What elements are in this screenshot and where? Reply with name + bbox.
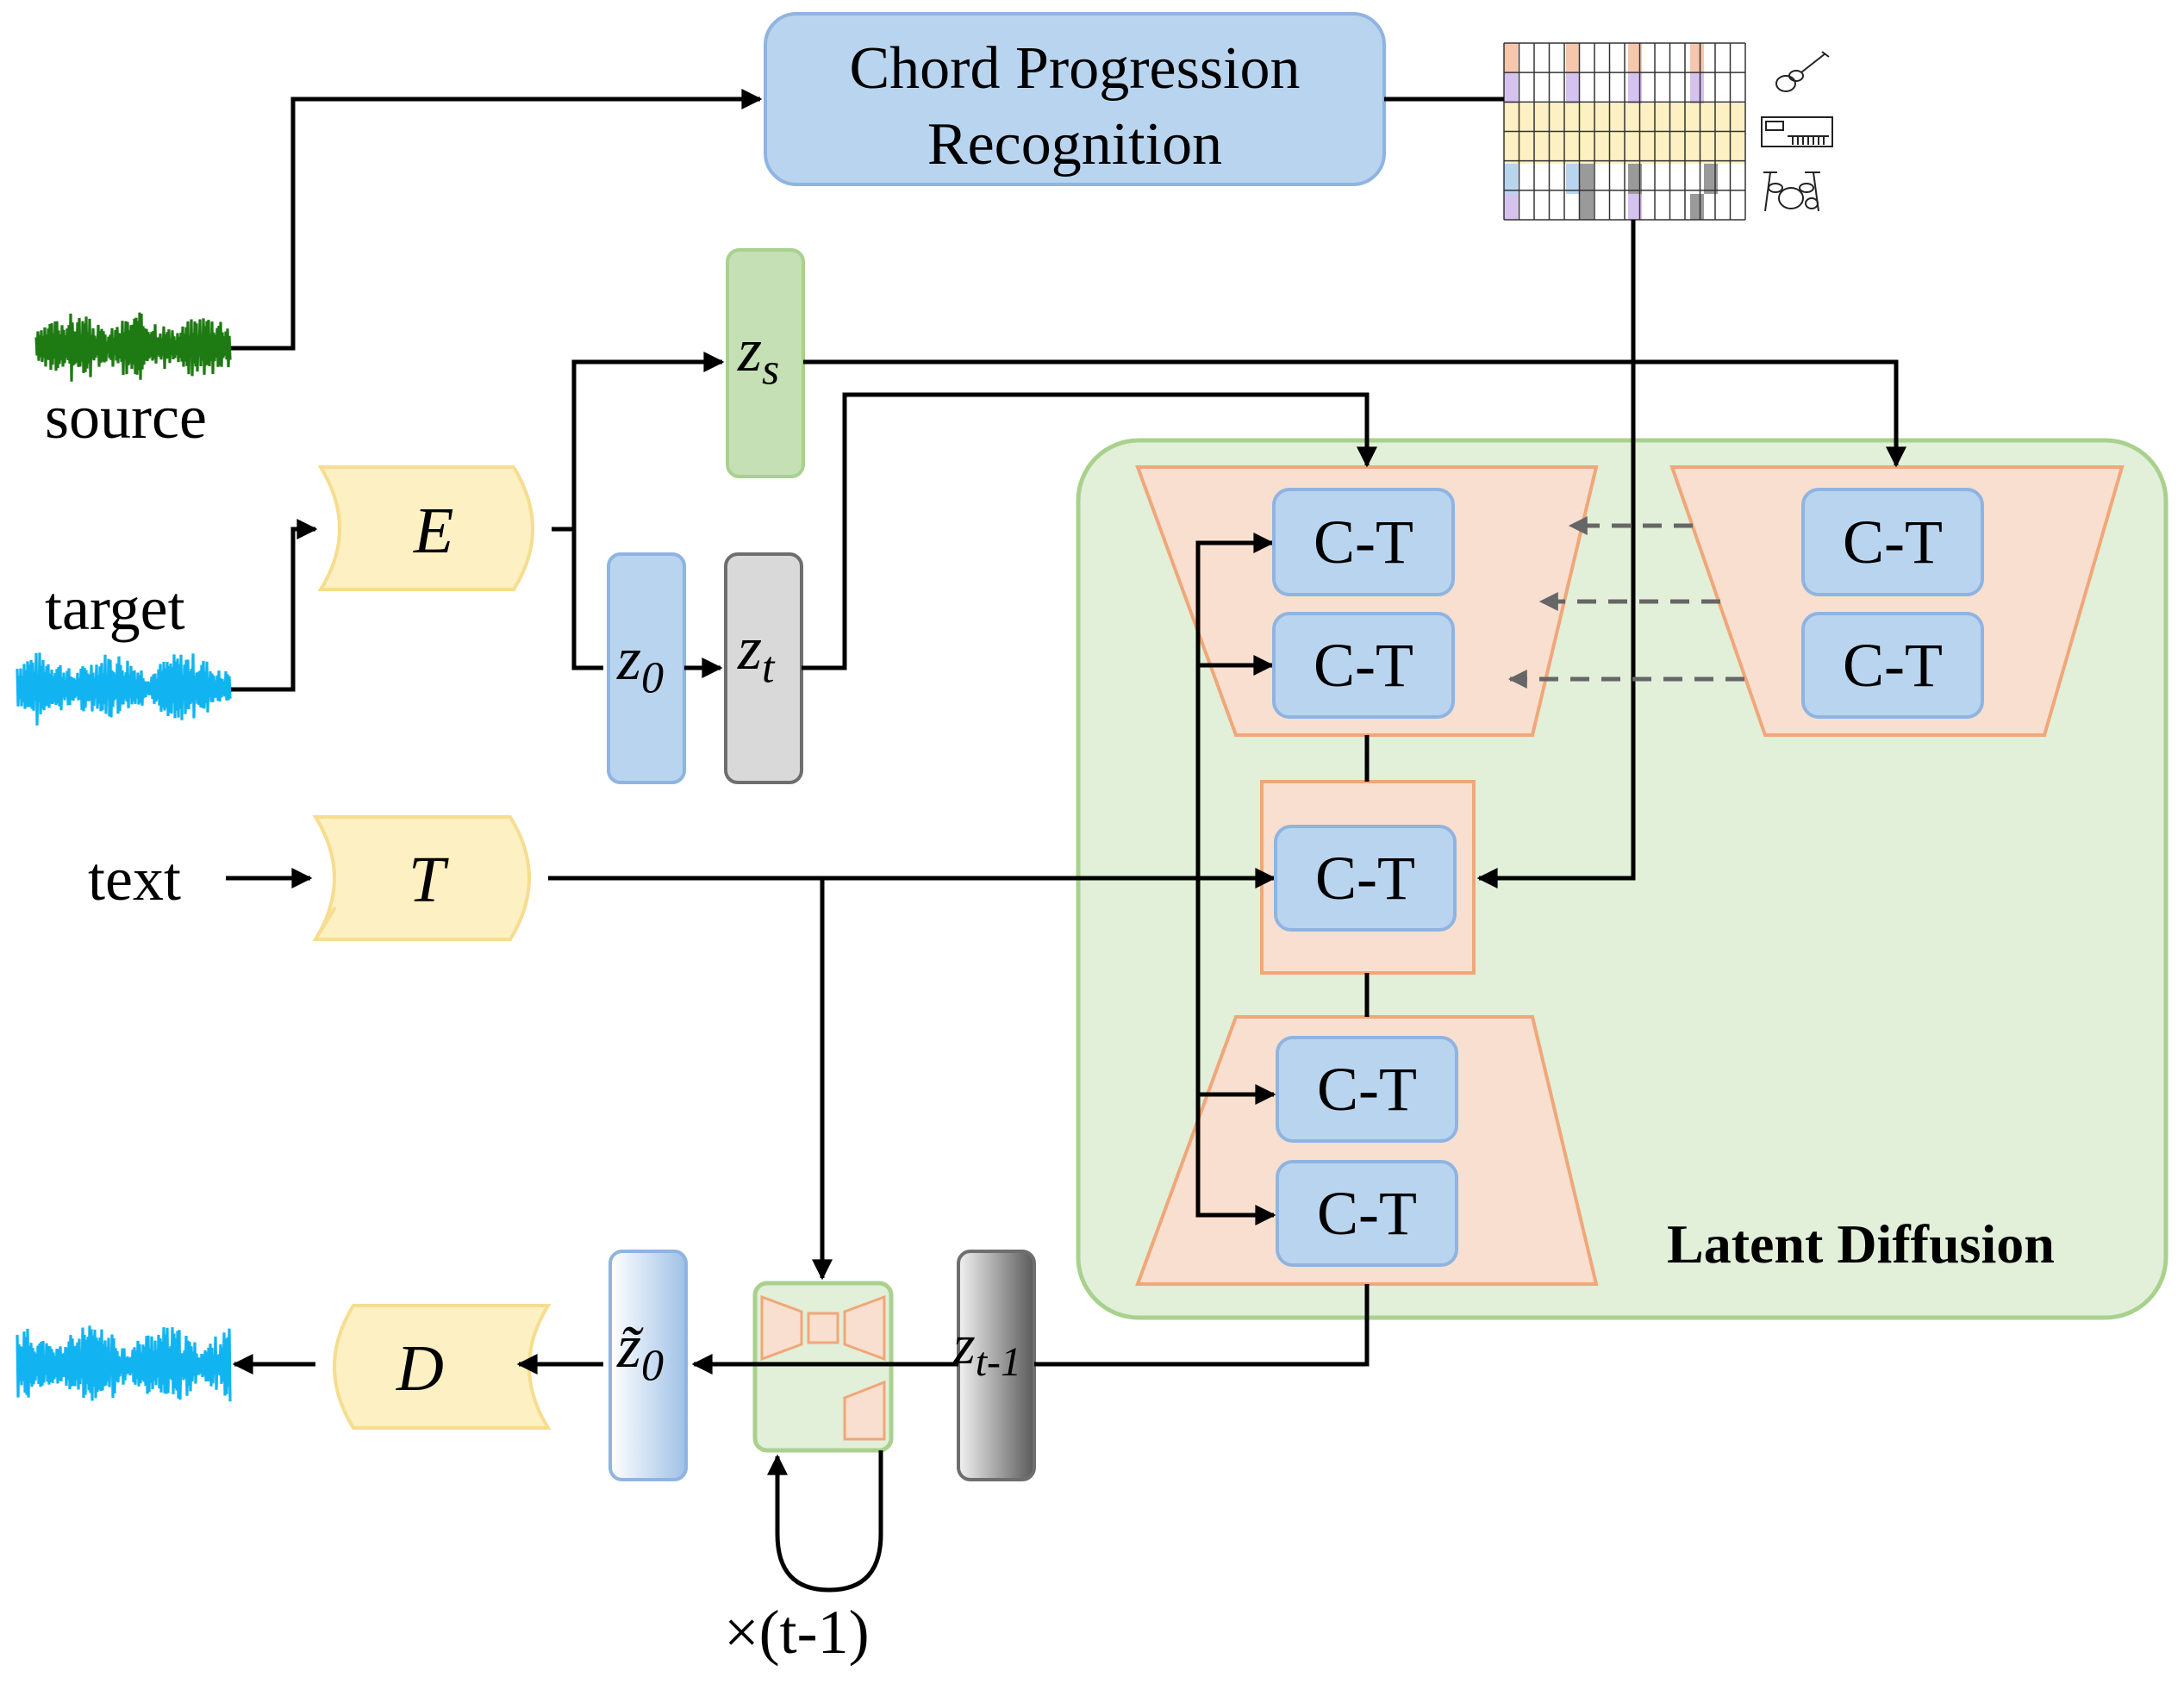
source-waveform — [34, 312, 232, 382]
ct-label: C-T — [1317, 1054, 1417, 1124]
ct-block-control-2: C-T — [1801, 612, 1984, 719]
ct-block-down-1: C-T — [1272, 488, 1455, 596]
source-label: source — [45, 383, 207, 452]
sampler-unet-left — [760, 1294, 803, 1362]
ct-label: C-T — [1315, 843, 1415, 913]
sampler-unet-mid — [807, 1312, 839, 1344]
controlnet-down-block — [1669, 465, 2125, 737]
drum-kit-icon — [1763, 171, 1820, 212]
sampler-unet-right — [843, 1294, 886, 1362]
control-arrows — [1507, 516, 1744, 689]
chord-module-label: Chord Progression Recognition — [849, 35, 1301, 178]
ct-label: C-T — [1843, 630, 1943, 700]
text-encoder-label: T — [409, 844, 446, 916]
chord-piano-roll — [1503, 42, 1746, 221]
target-label: target — [45, 574, 185, 643]
zt1-label: zt-1 — [953, 1313, 1022, 1386]
encoder-label: E — [414, 495, 454, 567]
connections — [226, 89, 1906, 1593]
text-label: text — [88, 845, 181, 913]
text-encoder-block — [312, 815, 531, 941]
decoder-block — [333, 1304, 552, 1430]
ct-label: C-T — [1314, 507, 1413, 577]
keyboard-icon — [1761, 116, 1833, 147]
ct-block-mid: C-T — [1274, 825, 1457, 932]
encoder-block — [317, 465, 534, 591]
guitar-icon — [1775, 51, 1830, 92]
z0-tilde-label: z̃0 — [617, 1312, 665, 1391]
ct-label: C-T — [1317, 1178, 1417, 1248]
z0-label: z0 — [617, 624, 665, 703]
ct-block-up-2: C-T — [1276, 1160, 1458, 1267]
ct-block-up-1: C-T — [1276, 1036, 1458, 1143]
ct-label: C-T — [1314, 630, 1413, 700]
decoder-label: D — [396, 1332, 444, 1405]
latent-diffusion-label: Latent Diffusion — [1667, 1213, 2055, 1275]
sampler-controlnet — [843, 1380, 886, 1441]
zt-label: zt — [738, 614, 775, 693]
target-waveform — [16, 652, 232, 726]
zs-label: zs — [738, 315, 780, 395]
piano-roll-grid — [1503, 42, 1746, 221]
ct-label: C-T — [1843, 507, 1943, 577]
repeat-label: ×(t-1) — [724, 1598, 870, 1667]
ct-block-down-2: C-T — [1272, 612, 1455, 719]
z0-tilde-latent — [608, 1250, 688, 1481]
unet-down-block — [1135, 465, 1599, 737]
output-waveform — [16, 1325, 232, 1402]
ct-block-control-1: C-T — [1801, 488, 1984, 596]
